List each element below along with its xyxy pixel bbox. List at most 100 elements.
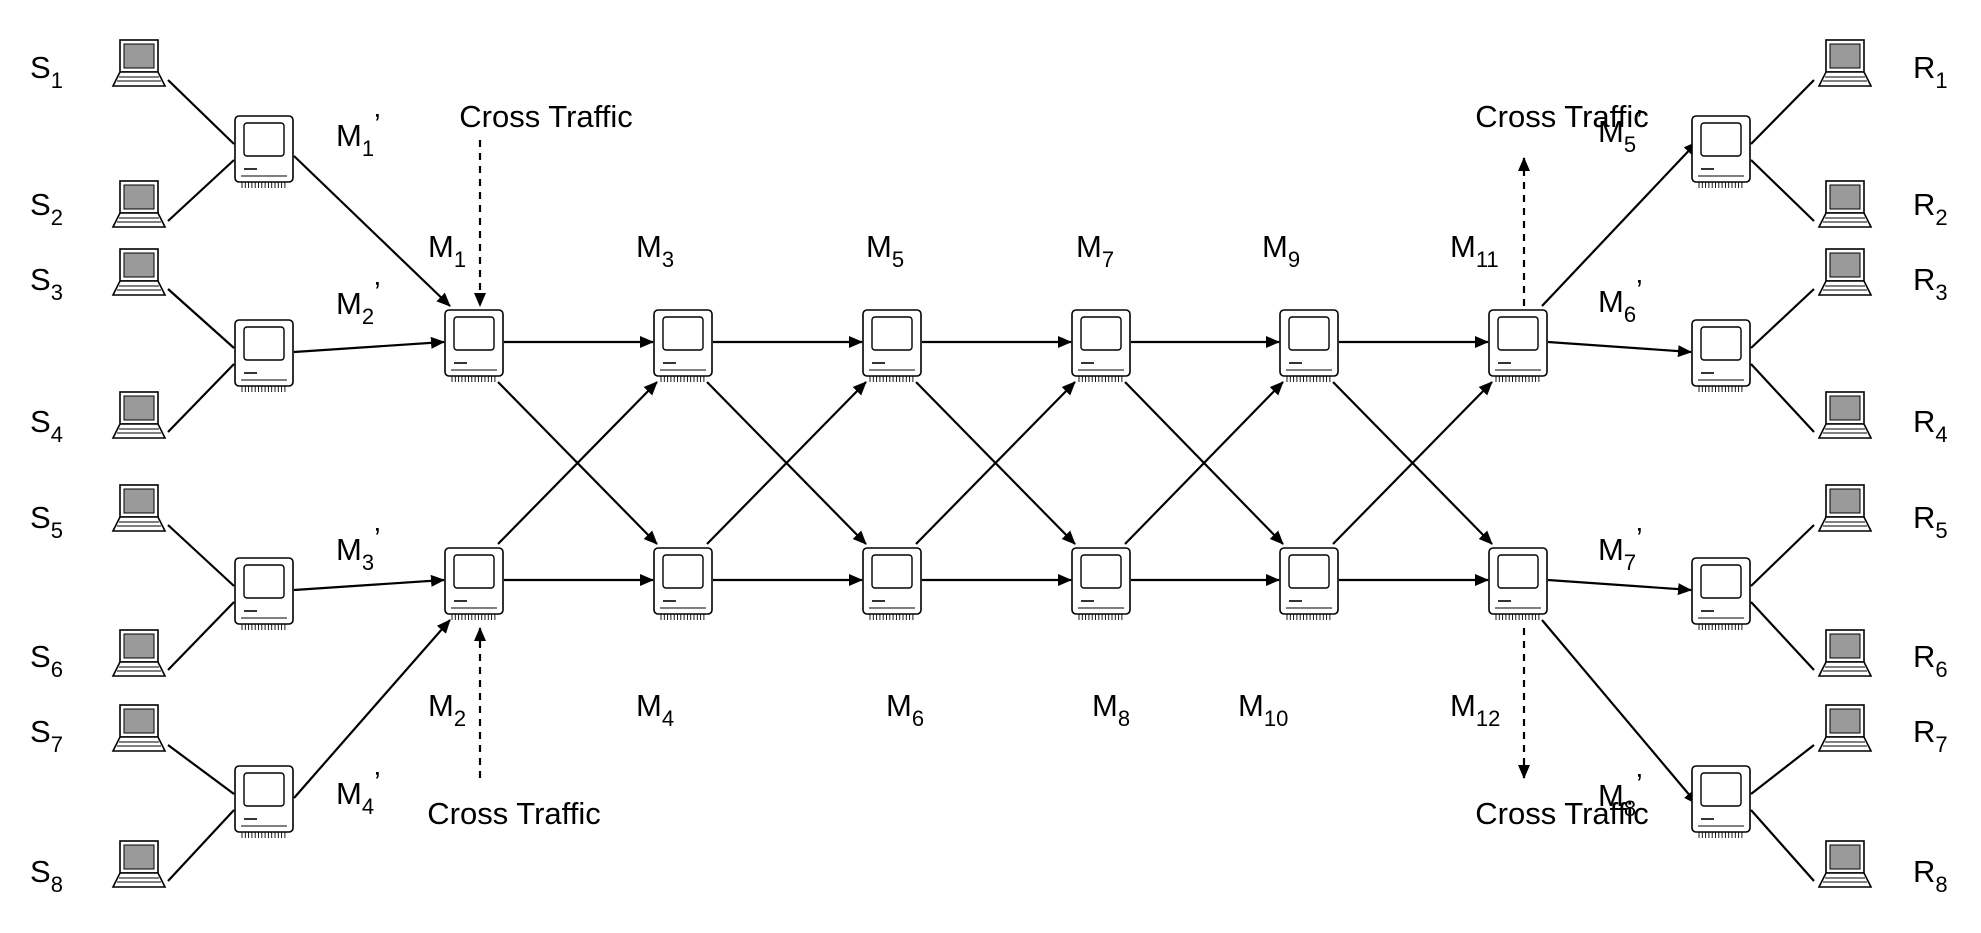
receiver-laptop-icon	[1817, 484, 1873, 532]
core-router-label-subscript: 9	[1288, 247, 1300, 272]
receiver-label: R4	[1913, 404, 1948, 447]
receiver-laptop-icon	[1817, 180, 1873, 228]
edge-router-label-base: M	[336, 532, 362, 567]
arrow-link	[1332, 381, 1493, 545]
arrow-link	[1547, 578, 1692, 596]
arrow-link	[1547, 340, 1692, 358]
core-router-label-base: M	[886, 688, 912, 723]
sender-laptop-icon	[111, 484, 167, 532]
core-router-icon	[862, 547, 922, 620]
receiver-laptop-icon	[1817, 704, 1873, 752]
edge-router-label-prime: ’	[374, 767, 380, 799]
edge-router-label-base: M	[1598, 778, 1624, 813]
edge-router-label: M2’	[336, 277, 381, 329]
edge-router-label-subscript: 6	[1624, 302, 1636, 327]
sender-label: S8	[30, 854, 63, 897]
receiver-label-base: R	[1913, 500, 1935, 535]
edge-router-label-base: M	[336, 776, 362, 811]
core-router-label-subscript: 4	[662, 706, 674, 731]
edge-router-label-base: M	[1598, 114, 1624, 149]
core-router-label: M9	[1262, 229, 1300, 272]
links-layer	[167, 79, 1815, 882]
edge-router-label-base: M	[1598, 532, 1624, 567]
core-router-label-subscript: 7	[1102, 247, 1114, 272]
core-router-label-subscript: 5	[892, 247, 904, 272]
receiver-label-base: R	[1913, 639, 1935, 674]
edge-router-label-prime: ’	[374, 277, 380, 309]
receiver-link	[1750, 809, 1815, 882]
receiver-link	[1750, 159, 1815, 222]
sender-link	[167, 524, 235, 587]
receiver-label-base: R	[1913, 714, 1935, 749]
edge-router-label-base: M	[1598, 284, 1624, 319]
edge-router-label-subscript: 7	[1624, 550, 1636, 575]
sender-label: S7	[30, 714, 63, 757]
edge-router-label: M4’	[336, 767, 381, 819]
core-router-label: M4	[636, 688, 674, 731]
receiver-label-subscript: 7	[1935, 732, 1947, 757]
sender-label-base: S	[30, 50, 51, 85]
arrow-link	[1541, 141, 1698, 307]
receiver-laptop-icon	[1817, 840, 1873, 888]
core-router-icon	[653, 547, 713, 620]
core-router-label: M8	[1092, 688, 1130, 731]
core-router-label: M6	[886, 688, 924, 731]
core-router-label: M11	[1450, 229, 1499, 272]
edge-router-icon	[1691, 115, 1751, 188]
sender-label: S4	[30, 404, 63, 447]
receiver-label: R1	[1913, 50, 1948, 93]
edge-router-icon	[1691, 557, 1751, 630]
edge-router-label-prime: ’	[1636, 769, 1642, 801]
edge-router-icon	[1691, 319, 1751, 392]
core-router-label-base: M	[1450, 688, 1476, 723]
receiver-label: R7	[1913, 714, 1948, 757]
receiver-laptop-icon	[1817, 39, 1873, 87]
sender-laptop-icon	[111, 180, 167, 228]
sender-laptop-icon	[111, 840, 167, 888]
sender-label-subscript: 1	[51, 68, 63, 93]
edge-router-label-subscript: 8	[1624, 796, 1636, 821]
core-router-label-subscript: 11	[1476, 247, 1499, 272]
receiver-label-base: R	[1913, 50, 1935, 85]
arrow-link	[1541, 619, 1698, 805]
arrow-link	[293, 155, 451, 307]
receiver-label-subscript: 6	[1935, 657, 1947, 682]
core-router-icon	[444, 547, 504, 620]
edge-router-label-prime: ’	[374, 109, 380, 141]
core-router-label: M5	[866, 229, 904, 272]
edge-router-label-subscript: 4	[362, 794, 374, 819]
core-router-icon	[862, 309, 922, 382]
receiver-label: R2	[1913, 187, 1948, 230]
receiver-link	[1750, 744, 1815, 795]
core-router-icon	[444, 309, 504, 382]
arrow-link	[497, 381, 658, 545]
sender-label-base: S	[30, 639, 51, 674]
edge-router-icon	[234, 765, 294, 838]
core-router-label-base: M	[1262, 229, 1288, 264]
arrow-link	[293, 336, 445, 354]
core-router-label-base: M	[636, 688, 662, 723]
sender-label: S5	[30, 500, 63, 543]
sender-laptop-icon	[111, 629, 167, 677]
core-router-label-base: M	[866, 229, 892, 264]
core-router-label-subscript: 8	[1118, 706, 1130, 731]
receiver-label-base: R	[1913, 404, 1935, 439]
receiver-link	[1750, 79, 1815, 145]
sender-label-subscript: 6	[51, 657, 63, 682]
core-router-label: M2	[428, 688, 466, 731]
core-router-label-base: M	[1238, 688, 1264, 723]
edge-router-label: M6’	[1598, 275, 1643, 327]
receiver-label-subscript: 5	[1935, 518, 1947, 543]
receiver-laptop-icon	[1817, 248, 1873, 296]
nodes-layer	[111, 39, 1873, 888]
sender-link	[167, 79, 235, 145]
sender-label-base: S	[30, 714, 51, 749]
edge-router-label: M3’	[336, 523, 381, 575]
receiver-label: R8	[1913, 854, 1948, 897]
arrow-link	[293, 619, 451, 799]
edge-router-label-prime: ’	[1636, 523, 1642, 555]
core-router-label-subscript: 2	[454, 706, 466, 731]
receiver-label: R3	[1913, 262, 1948, 305]
edge-router-label: M7’	[1598, 523, 1643, 575]
arrow-link	[706, 381, 867, 545]
